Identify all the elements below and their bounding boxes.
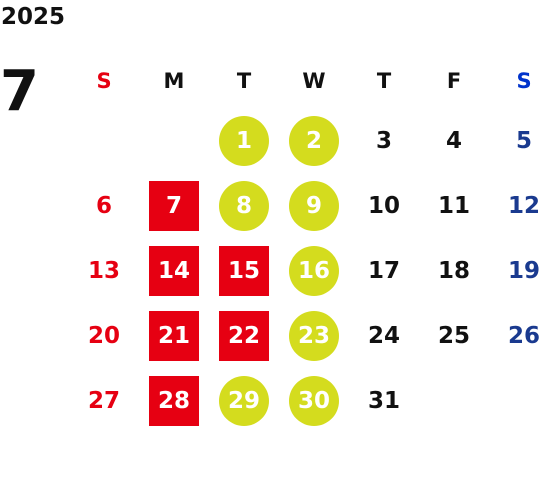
day-number: 19 bbox=[507, 257, 540, 284]
day-number: 18 bbox=[437, 257, 470, 284]
day-cell: 1 bbox=[209, 108, 279, 173]
day-number: 24 bbox=[367, 322, 400, 349]
day-number: 9 bbox=[289, 180, 339, 231]
day-number: 8 bbox=[219, 180, 269, 231]
day-cell: 14 bbox=[139, 238, 209, 303]
day-number: 1 bbox=[219, 115, 269, 166]
day-number: 28 bbox=[149, 375, 199, 426]
day-cell: 5 bbox=[489, 108, 548, 173]
day-number: 13 bbox=[87, 257, 120, 284]
day-cell: 29 bbox=[209, 368, 279, 433]
day-cell: 24 bbox=[349, 303, 419, 368]
weekday-header-sun: S bbox=[96, 69, 112, 93]
day-number: 30 bbox=[289, 375, 339, 426]
day-cell: 7 bbox=[139, 173, 209, 238]
weekday-header-mon: M bbox=[163, 69, 185, 93]
day-cell: 19 bbox=[489, 238, 548, 303]
day-cell: 3 bbox=[349, 108, 419, 173]
day-number: 17 bbox=[367, 257, 400, 284]
empty-day-cell bbox=[139, 108, 209, 173]
day-cell: 16 bbox=[279, 238, 349, 303]
day-number: 5 bbox=[515, 127, 532, 154]
day-number: 3 bbox=[375, 127, 392, 154]
month-label: 7 bbox=[0, 59, 39, 124]
empty-day-cell bbox=[69, 108, 139, 173]
empty-day-cell bbox=[489, 368, 548, 433]
day-number: 25 bbox=[437, 322, 470, 349]
day-number: 15 bbox=[219, 245, 269, 296]
empty-day-cell bbox=[419, 368, 489, 433]
day-cell: 27 bbox=[69, 368, 139, 433]
day-cell: 13 bbox=[69, 238, 139, 303]
day-cell: 12 bbox=[489, 173, 548, 238]
day-number: 26 bbox=[507, 322, 540, 349]
day-number: 7 bbox=[149, 180, 199, 231]
weekday-header-wed: W bbox=[302, 69, 326, 93]
day-cell: 8 bbox=[209, 173, 279, 238]
day-cell: 22 bbox=[209, 303, 279, 368]
day-number: 21 bbox=[149, 310, 199, 361]
day-number: 14 bbox=[149, 245, 199, 296]
day-cell: 25 bbox=[419, 303, 489, 368]
day-cell: 26 bbox=[489, 303, 548, 368]
weekday-header-tue: T bbox=[236, 69, 252, 93]
day-cell: 17 bbox=[349, 238, 419, 303]
weekday-header-fri: F bbox=[446, 69, 462, 93]
day-cell: 18 bbox=[419, 238, 489, 303]
day-number: 2 bbox=[289, 115, 339, 166]
day-cell: 28 bbox=[139, 368, 209, 433]
day-number: 31 bbox=[367, 387, 400, 414]
day-cell: 30 bbox=[279, 368, 349, 433]
day-number: 20 bbox=[87, 322, 120, 349]
day-cell: 21 bbox=[139, 303, 209, 368]
day-cell: 11 bbox=[419, 173, 489, 238]
day-number: 4 bbox=[445, 127, 462, 154]
day-cell: 20 bbox=[69, 303, 139, 368]
day-cell: 15 bbox=[209, 238, 279, 303]
day-number: 29 bbox=[219, 375, 269, 426]
day-number: 10 bbox=[367, 192, 400, 219]
day-cell: 4 bbox=[419, 108, 489, 173]
weekday-header-sat: S bbox=[516, 69, 532, 93]
day-number: 27 bbox=[87, 387, 120, 414]
day-cell: 10 bbox=[349, 173, 419, 238]
day-number: 22 bbox=[219, 310, 269, 361]
day-cell: 31 bbox=[349, 368, 419, 433]
day-cell: 23 bbox=[279, 303, 349, 368]
day-number: 12 bbox=[507, 192, 540, 219]
day-number: 6 bbox=[95, 192, 112, 219]
day-number: 11 bbox=[437, 192, 470, 219]
day-cell: 2 bbox=[279, 108, 349, 173]
day-number: 16 bbox=[289, 245, 339, 296]
weekday-header-thu: T bbox=[376, 69, 392, 93]
day-cell: 9 bbox=[279, 173, 349, 238]
day-cell: 6 bbox=[69, 173, 139, 238]
day-number: 23 bbox=[289, 310, 339, 361]
year-label: 2025 bbox=[1, 4, 66, 30]
